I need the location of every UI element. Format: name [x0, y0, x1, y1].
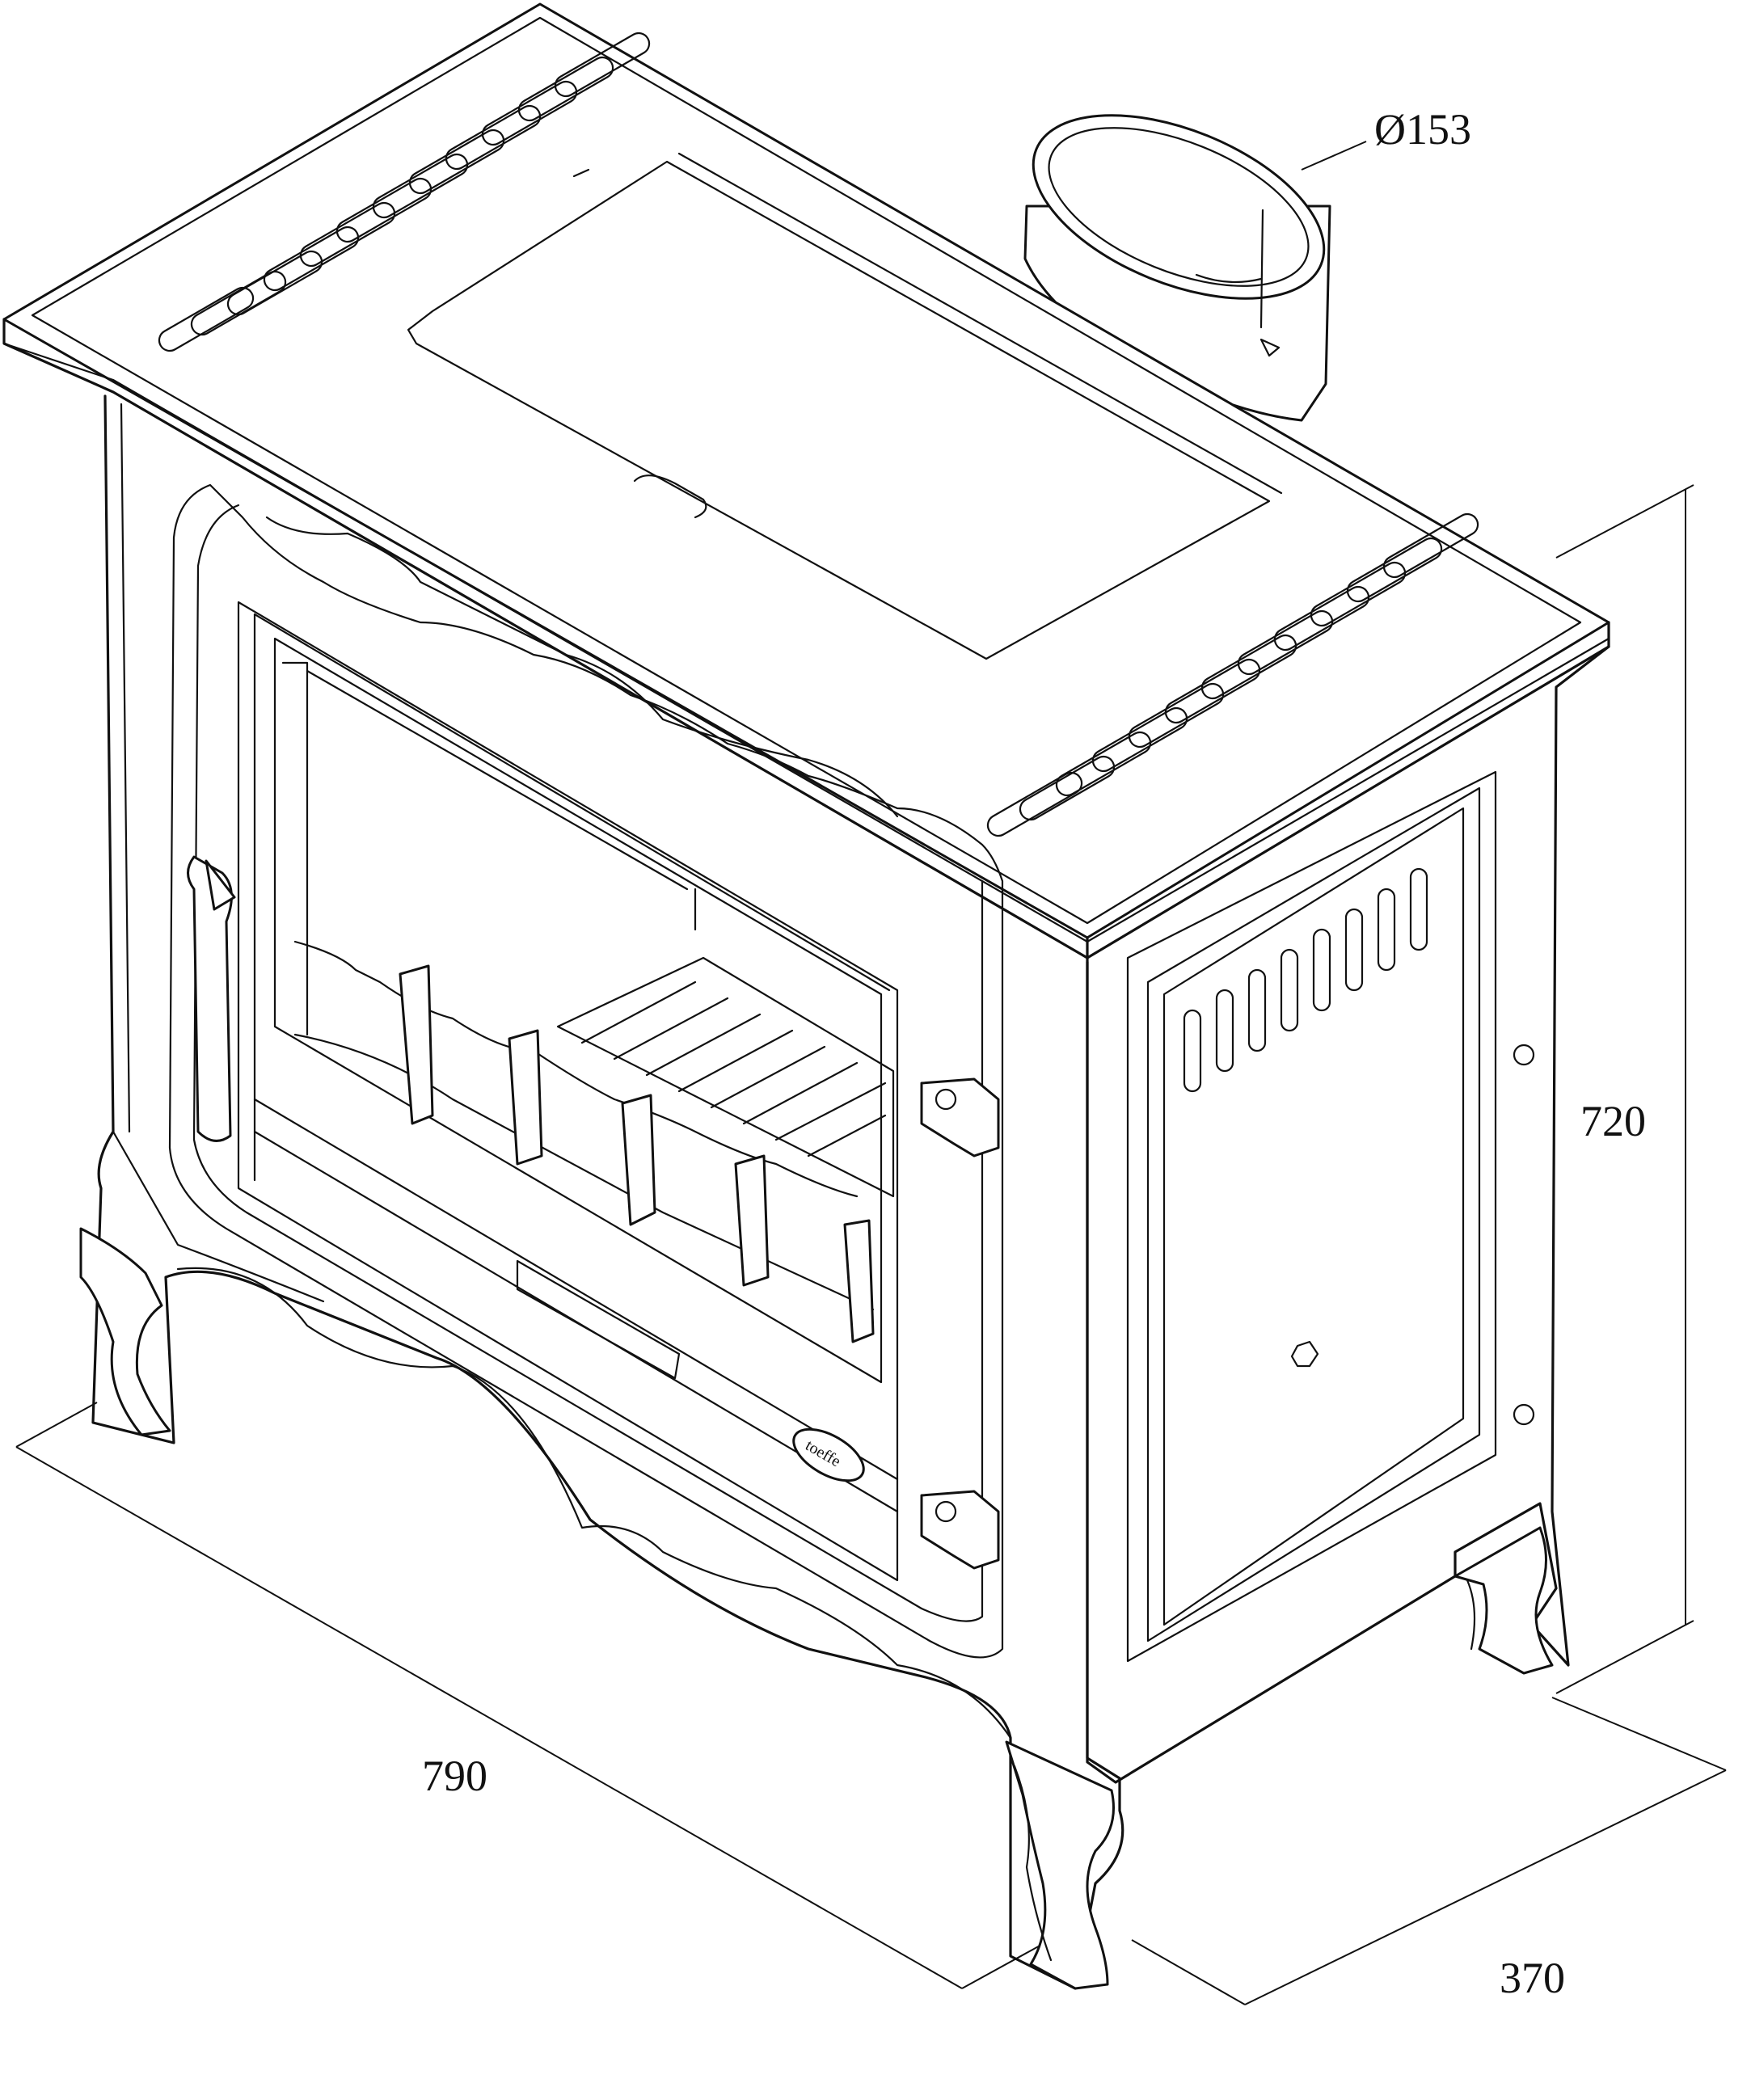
height-label: 720	[1580, 1097, 1646, 1145]
top-vent-slots-front	[986, 512, 1479, 837]
door-hinges	[920, 1077, 1000, 1570]
door-handle[interactable]	[187, 855, 236, 1142]
top-plate	[2, 2, 1610, 964]
flue-diameter-label: Ø153	[1374, 105, 1471, 154]
top-vent-slots-rear	[158, 32, 651, 352]
front-body	[79, 394, 1124, 1990]
door-frame	[168, 483, 1004, 1659]
firebox-door	[237, 601, 899, 1582]
flue-collar	[1023, 114, 1331, 422]
brand-badge: toeffe	[792, 1427, 865, 1482]
side-panel	[1086, 645, 1610, 1784]
depth-label: 370	[1500, 1954, 1565, 2002]
width-label: 790	[422, 1752, 487, 1800]
dimension-lines	[15, 141, 1727, 2005]
